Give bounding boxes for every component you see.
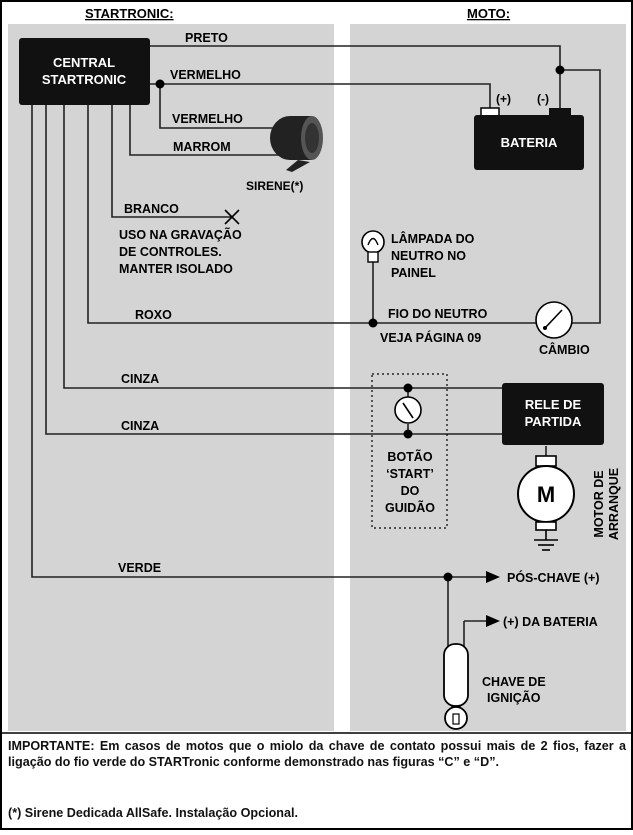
lamp-label-2: NEUTRO NO: [391, 249, 466, 263]
label-vermelho-2: VERMELHO: [172, 112, 243, 126]
lamp-label-3: PAINEL: [391, 266, 436, 280]
wire-vermelho-battery: [150, 83, 491, 112]
botao-label-2: ‘START’: [386, 467, 434, 481]
neutro-label-2: VEJA PÁGINA 09: [380, 330, 481, 345]
motor-label-1: MOTOR DE: [592, 470, 606, 537]
label-branco: BRANCO: [124, 202, 179, 216]
motor-icon: [517, 455, 575, 540]
dot-cinza-1: [403, 383, 413, 393]
battery-neg-label: (-): [537, 92, 549, 106]
gear-shift-icon: [535, 301, 573, 339]
branco-note-2: DE CONTROLES.: [119, 245, 222, 259]
label-verde: VERDE: [118, 561, 161, 575]
chave-label-1: CHAVE DE: [482, 675, 546, 689]
central-startronic: [19, 38, 150, 105]
central-line-2: STARTRONIC: [42, 72, 127, 87]
pos-chave-label: PÓS-CHAVE (+): [507, 570, 600, 585]
dot-cinza-2: [403, 429, 413, 439]
botao-label-1: BOTÃO: [387, 449, 432, 464]
ground-icon: [534, 539, 558, 551]
siren-icon: [270, 116, 323, 172]
header-moto: MOTO:: [467, 6, 510, 21]
footnote: (*) Sirene Dedicada AllSafe. Instalação …: [8, 806, 298, 820]
label-marrom: MARROM: [173, 140, 231, 154]
botao-box: [371, 373, 448, 529]
wires: [31, 45, 601, 670]
botao-label-4: GUIDÃO: [385, 500, 435, 515]
motor-label-2: ARRANQUE: [607, 468, 621, 540]
x-mark-icon: [224, 209, 240, 225]
rele-label-1: RELE DE: [525, 397, 582, 412]
motor-label: MOTOR DE ARRANQUE: [592, 468, 621, 540]
cambio-label: CÂMBIO: [539, 342, 590, 357]
lamp-icon: [361, 230, 385, 263]
battery-label: BATERIA: [501, 135, 558, 150]
dot-preto: [555, 65, 565, 75]
da-bateria-label: (+) DA BATERIA: [503, 615, 598, 629]
ignition-key-icon: [443, 643, 469, 730]
dot-verde: [443, 572, 453, 582]
wire-vermelho-siren: [159, 84, 280, 129]
battery-terminal-neg: [549, 108, 571, 117]
label-roxo: ROXO: [135, 308, 172, 322]
rele-partida: [502, 383, 604, 445]
wire-branco: [111, 105, 232, 218]
wire-roxo: [87, 105, 536, 324]
arrow-icon: [486, 571, 500, 583]
botao-label-3: DO: [401, 484, 420, 498]
neutro-label-1: FIO DO NEUTRO: [388, 307, 488, 321]
dot-vermelho: [155, 79, 165, 89]
chave-label-2: IGNIÇÃO: [487, 690, 541, 705]
branco-note-3: MANTER ISOLADO: [119, 262, 233, 276]
wire-verde: [31, 105, 488, 578]
battery: [474, 115, 584, 170]
central-line-1: CENTRAL: [53, 55, 115, 70]
importante-note: IMPORTANTE: Em casos de motos que o miol…: [8, 739, 626, 769]
lamp-label-1: LÂMPADA DO: [391, 231, 475, 246]
wire-roxo-cambio: [560, 69, 601, 324]
wire-cinza-2: [45, 105, 502, 435]
rele-label-2: PARTIDA: [525, 414, 582, 429]
dot-roxo: [368, 318, 378, 328]
battery-pos-label: (+): [496, 92, 511, 106]
label-vermelho-1: VERMELHO: [170, 68, 241, 82]
label-cinza-2: CINZA: [121, 419, 159, 433]
label-cinza-1: CINZA: [121, 372, 159, 386]
push-button-icon: [394, 396, 422, 424]
wire-preto: [150, 45, 561, 112]
branco-note-1: USO NA GRAVAÇÃO: [119, 227, 242, 242]
motor-symbol: M: [537, 482, 555, 507]
label-preto: PRETO: [185, 31, 228, 45]
arrow-icon: [486, 615, 500, 627]
junction-dots: [155, 65, 565, 582]
wire-cinza-1: [63, 105, 502, 389]
wire-marrom: [129, 105, 280, 156]
siren-label: SIRENE(*): [246, 179, 303, 193]
header-startronic: STARTRONIC:: [85, 6, 174, 21]
